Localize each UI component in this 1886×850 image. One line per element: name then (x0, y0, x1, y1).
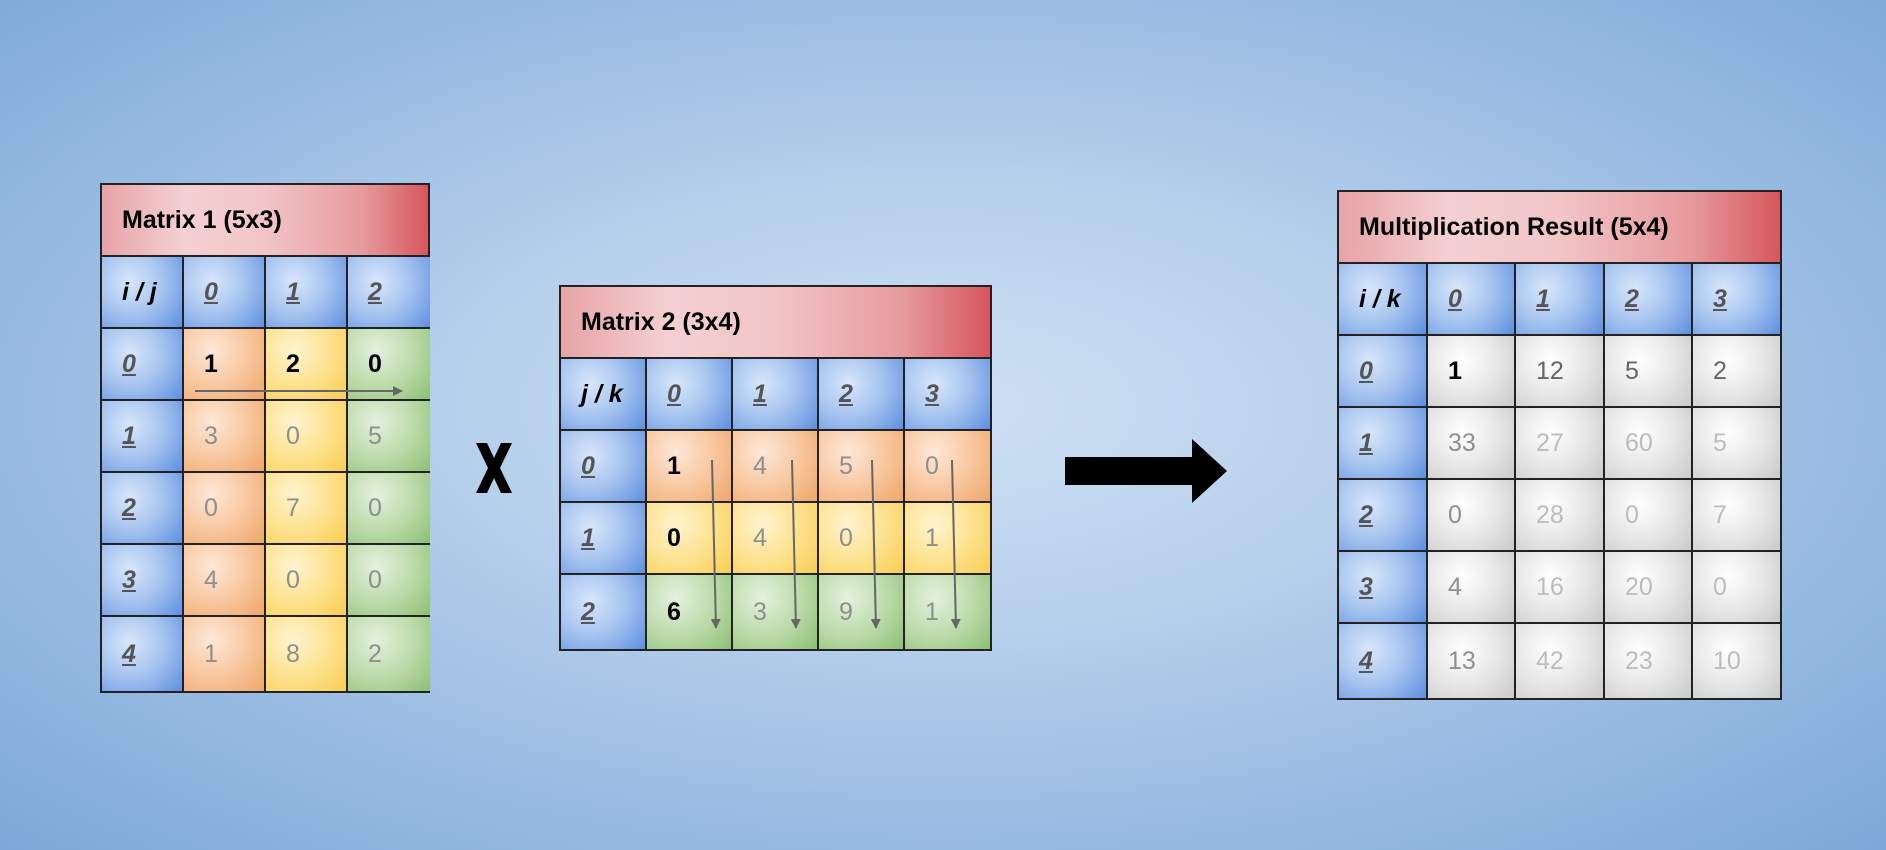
result-cell: 12 (1516, 336, 1605, 408)
matrix-1-cell: 0 (348, 545, 430, 617)
result-col-header: 3 (1693, 264, 1780, 336)
matrix-2-cell: 1 (905, 575, 990, 649)
matrix-2-cell: 9 (819, 575, 905, 649)
matrix-1-col-header: 2 (348, 257, 430, 329)
matrix-1-col-header: 1 (266, 257, 348, 329)
result-matrix: Multiplication Result (5x4) i / k 0 1 2 … (1337, 190, 1782, 700)
result-cell: 20 (1605, 552, 1693, 624)
matrix-1-cell: 3 (184, 401, 266, 473)
matrix-1-row-header: 4 (102, 617, 184, 691)
matrix-1-row-header: 2 (102, 473, 184, 545)
result-cell: 4 (1428, 552, 1516, 624)
matrix-2-title: Matrix 2 (3x4) (561, 287, 990, 359)
result-cell: 27 (1516, 408, 1605, 480)
matrix-2-cell: 0 (647, 503, 733, 575)
result-cell: 1 (1428, 336, 1516, 408)
matrix-1-cell: 2 (266, 329, 348, 401)
result-row-header: 3 (1339, 552, 1428, 624)
matrix-1-row-header: 1 (102, 401, 184, 473)
result-row-header: 2 (1339, 480, 1428, 552)
matrix-1-title: Matrix 1 (5x3) (102, 185, 428, 257)
matrix-1-cell: 4 (184, 545, 266, 617)
result-cell: 0 (1428, 480, 1516, 552)
matrix-1-corner-label: i / j (102, 257, 184, 329)
result-row-header: 4 (1339, 624, 1428, 698)
matrix-1-row-header: 0 (102, 329, 184, 401)
matrix-2-cell: 4 (733, 503, 819, 575)
matrix-2-cell: 4 (733, 431, 819, 503)
matrix-2-cell: 6 (647, 575, 733, 649)
right-arrow-icon (1065, 439, 1227, 503)
matrix-1-cell: 8 (266, 617, 348, 691)
matrix-1-cell: 5 (348, 401, 430, 473)
matrix-1: Matrix 1 (5x3) i / j 0 1 2 0 1 2 0 1 3 0… (100, 183, 430, 693)
result-cell: 10 (1693, 624, 1780, 698)
result-cell: 16 (1516, 552, 1605, 624)
matrix-2-cell: 3 (733, 575, 819, 649)
matrix-2-cell: 5 (819, 431, 905, 503)
matrix-2-col-header: 0 (647, 359, 733, 431)
matrix-1-cell: 0 (348, 329, 430, 401)
matrix-2-cell: 1 (905, 503, 990, 575)
result-cell: 23 (1605, 624, 1693, 698)
result-row-header: 1 (1339, 408, 1428, 480)
result-row-header: 0 (1339, 336, 1428, 408)
matrix-1-cell: 0 (266, 401, 348, 473)
matrix-1-row-header: 3 (102, 545, 184, 617)
matrix-1-cell: 0 (266, 545, 348, 617)
matrix-1-cell: 7 (266, 473, 348, 545)
result-cell: 60 (1605, 408, 1693, 480)
matrix-1-cell: 0 (184, 473, 266, 545)
matrix-1-cell: 0 (348, 473, 430, 545)
matrix-2: Matrix 2 (3x4) j / k 0 1 2 3 0 1 4 5 0 1… (559, 285, 992, 651)
matrix-2-col-header: 2 (819, 359, 905, 431)
result-cell: 2 (1693, 336, 1780, 408)
matrix-2-row-header: 2 (561, 575, 647, 649)
matrix-2-col-header: 1 (733, 359, 819, 431)
multiply-x-icon (476, 443, 512, 493)
matrix-1-cell: 1 (184, 617, 266, 691)
result-col-header: 1 (1516, 264, 1605, 336)
result-col-header: 0 (1428, 264, 1516, 336)
matrix-2-row-header: 0 (561, 431, 647, 503)
result-cell: 5 (1605, 336, 1693, 408)
result-cell: 5 (1693, 408, 1780, 480)
result-cell: 28 (1516, 480, 1605, 552)
matrix-2-cell: 0 (905, 431, 990, 503)
matrix-2-cell: 0 (819, 503, 905, 575)
result-cell: 0 (1605, 480, 1693, 552)
matrix-1-cell: 2 (348, 617, 430, 691)
result-col-header: 2 (1605, 264, 1693, 336)
matrix-1-cell: 1 (184, 329, 266, 401)
matrix-1-col-header: 0 (184, 257, 266, 329)
matrix-2-row-header: 1 (561, 503, 647, 575)
result-cell: 33 (1428, 408, 1516, 480)
matrix-2-col-header: 3 (905, 359, 990, 431)
result-cell: 13 (1428, 624, 1516, 698)
result-matrix-title: Multiplication Result (5x4) (1339, 192, 1780, 264)
result-cell: 7 (1693, 480, 1780, 552)
matrix-2-cell: 1 (647, 431, 733, 503)
result-cell: 42 (1516, 624, 1605, 698)
result-corner-label: i / k (1339, 264, 1428, 336)
result-cell: 0 (1693, 552, 1780, 624)
matrix-2-corner-label: j / k (561, 359, 647, 431)
